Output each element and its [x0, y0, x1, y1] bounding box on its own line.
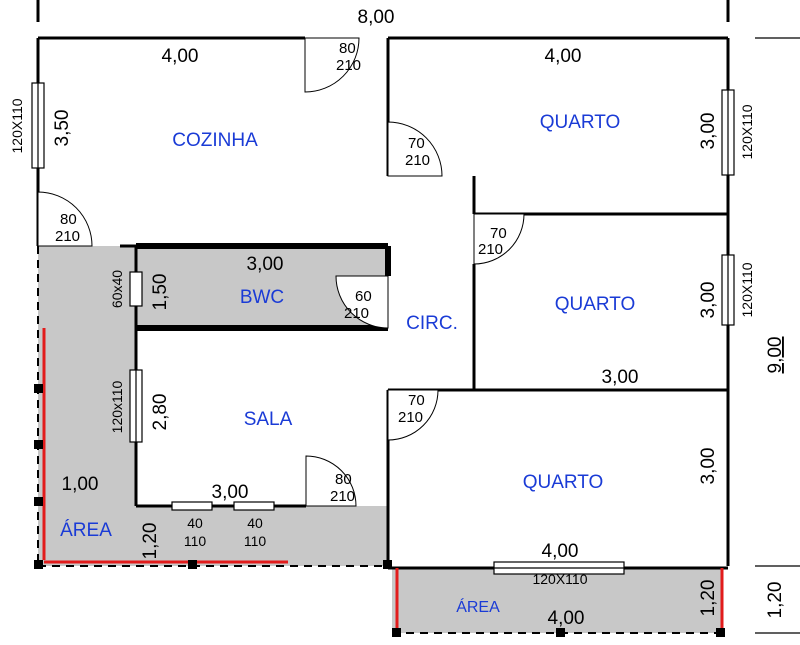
- door-cozinha-swing: [37, 191, 93, 247]
- room-label-area-left: ÁREA: [60, 520, 112, 541]
- dim-sala-width: 3,00: [212, 482, 249, 503]
- red-lines: [42, 328, 724, 633]
- dim-quarto1-width: 4,00: [545, 46, 582, 67]
- window-bwc: [129, 271, 143, 307]
- door-cozinha-height: 210: [55, 228, 80, 245]
- room-label-sala: SALA: [244, 409, 293, 430]
- post: [34, 384, 43, 393]
- room-label-quarto-1: QUARTO: [540, 112, 621, 133]
- post: [188, 560, 197, 569]
- window-sala-label: 120x110: [109, 380, 125, 433]
- post: [392, 628, 401, 637]
- door-quarto3-swing: [387, 389, 439, 441]
- window-sala-small-2: [233, 501, 275, 511]
- dim-quarto1-height: 3,00: [698, 113, 719, 150]
- window-quarto2-label: 120X110: [739, 262, 755, 317]
- door-quarto3-width: 70: [408, 392, 425, 409]
- dim-area-left-width: 1,00: [62, 474, 99, 495]
- room-labels: COZINHA QUARTO QUARTO BWC CIRC. SALA QUA…: [60, 112, 635, 616]
- dim-right-total: 9,00: [765, 337, 786, 374]
- window-sala-small-2-width: 40: [247, 515, 263, 531]
- dim-quarto2-width: 3,00: [602, 367, 639, 388]
- door-sala-width: 80: [335, 471, 352, 488]
- posts: [34, 384, 725, 637]
- door-quarto2-swing: [473, 213, 525, 265]
- dim-top-total: 8,00: [358, 7, 395, 28]
- dim-sala-height: 2,80: [150, 394, 171, 431]
- post: [34, 440, 43, 449]
- door-entry-top-height: 210: [336, 57, 361, 74]
- door-sala-swing: [305, 455, 357, 507]
- window-sala-small-1-height: 110: [184, 533, 207, 549]
- window-sala-small-2-height: 110: [244, 533, 267, 549]
- dim-area-bottom-depth: 1,20: [698, 580, 719, 617]
- windows: [31, 82, 735, 575]
- door-bwc-swing: [335, 275, 389, 329]
- door-bwc-height: 210: [344, 305, 369, 322]
- door-bwc-width: 60: [355, 288, 372, 305]
- post: [556, 628, 565, 637]
- dashed-boundaries: [37, 246, 722, 634]
- window-quarto3-label: 120X110: [532, 571, 587, 587]
- dim-quarto3-height: 3,00: [698, 448, 719, 485]
- door-sala-height: 210: [330, 488, 355, 505]
- room-label-circ: CIRC.: [406, 313, 458, 334]
- post: [34, 560, 43, 569]
- post: [34, 497, 43, 506]
- door-labels: 80 210 80 210 70 210 70 210 60 210 70 21…: [55, 40, 507, 505]
- dim-area-bottom-width: 4,00: [548, 608, 585, 629]
- dim-cozinha-height: 3,50: [52, 110, 73, 147]
- room-label-quarto-3: QUARTO: [523, 472, 604, 493]
- room-label-quarto-2: QUARTO: [555, 294, 636, 315]
- area-sala-fill: [135, 506, 388, 566]
- door-entry-top-width: 80: [339, 40, 356, 57]
- door-quarto1-swing: [387, 121, 443, 177]
- post: [383, 560, 392, 569]
- door-quarto2-width: 70: [490, 225, 507, 242]
- door-quarto2-height: 210: [478, 241, 503, 258]
- door-quarto1-height: 210: [405, 152, 430, 169]
- room-label-bwc: BWC: [240, 287, 284, 308]
- area-bottom-fill: [392, 568, 722, 633]
- door-quarto3-height: 210: [398, 409, 423, 426]
- dim-quarto3-width: 4,00: [542, 541, 579, 562]
- area-left-fill: [38, 246, 135, 566]
- dim-bwc-height: 1,50: [150, 274, 171, 311]
- post: [716, 628, 725, 637]
- window-bwc-label: 60x40: [109, 270, 125, 308]
- dim-outside-bottom-depth: 1,20: [765, 582, 786, 619]
- window-sala-small-1: [171, 501, 213, 511]
- dim-quarto2-height: 3,00: [698, 282, 719, 319]
- dim-bwc-width: 3,00: [247, 254, 284, 275]
- room-label-area-bottom: ÁREA: [456, 597, 500, 616]
- door-quarto1-width: 70: [408, 135, 425, 152]
- dim-area-left-depth: 1,20: [140, 523, 161, 560]
- window-labels: 120X110 120X110 120X110 60x40 120x110 12…: [9, 98, 755, 587]
- window-sala-small-1-width: 40: [187, 515, 203, 531]
- dimension-labels: 8,00 4,00 4,00 3,00 3,00 3,00 1,00 4,00 …: [52, 7, 786, 629]
- window-cozinha-label: 120X110: [9, 98, 25, 153]
- doors: [37, 37, 525, 507]
- dimension-markers: [36, 0, 800, 634]
- room-label-cozinha: COZINHA: [172, 130, 258, 151]
- dim-cozinha-width: 4,00: [162, 46, 199, 67]
- door-cozinha-width: 80: [60, 211, 77, 228]
- window-quarto1-label: 120X110: [739, 104, 755, 159]
- door-entry-top-swing: [304, 37, 360, 93]
